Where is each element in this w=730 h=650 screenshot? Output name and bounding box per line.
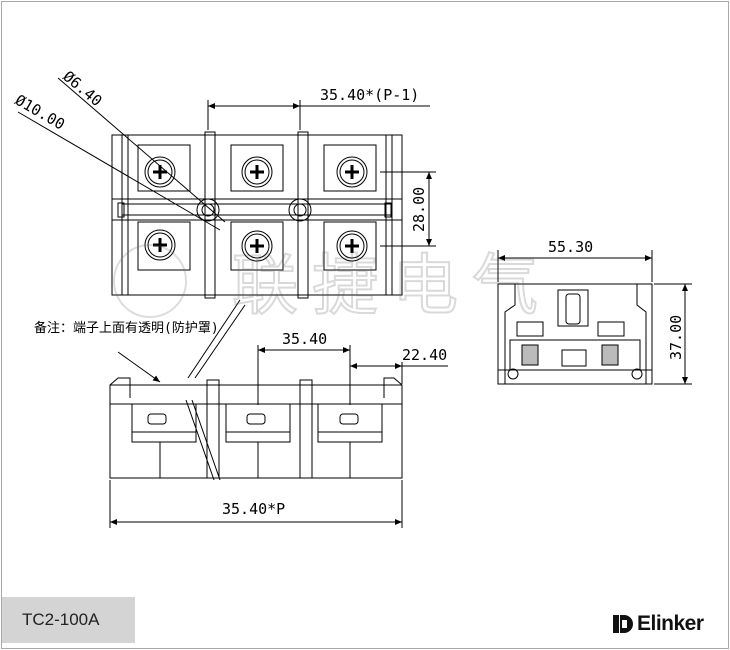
dim-pitch-mid-label: 35.40 [282, 330, 327, 348]
watermark-text: 联捷电气 [232, 247, 552, 324]
screws [144, 156, 368, 262]
dim-total-bottom [109, 480, 403, 528]
dim-side-width-label: 55.30 [548, 238, 593, 256]
top-view [111, 131, 403, 299]
screw-top-1 [144, 156, 176, 188]
dim-hole-small-label: Ø6.40 [59, 67, 105, 110]
dim-pitch-mid [257, 345, 351, 405]
dim-pitch-top [207, 100, 430, 130]
dim-hole-large-label: Ø10.00 [12, 91, 68, 134]
screw-bot-2 [241, 230, 273, 262]
side-view [497, 283, 653, 385]
model-label: TC2-100A [2, 597, 135, 643]
dim-side-height-label: 37.00 [667, 315, 685, 360]
dim-hole-leaders [17, 77, 226, 231]
model-name: TC2-100A [22, 610, 100, 629]
brand-name: Elinker [637, 612, 704, 635]
screw-bot-3 [336, 230, 368, 262]
screw-bot-1 [144, 229, 176, 261]
dim-offset-mid [350, 362, 448, 384]
elinker-logo-icon [613, 615, 633, 633]
front-view [109, 299, 403, 481]
screw-top-3 [336, 156, 368, 188]
dim-total-bottom-label: 35.40*P [222, 500, 285, 518]
screw-top-2 [241, 156, 273, 188]
dim-side-width [497, 250, 653, 282]
note-text: 备注：端子上面有透明(防护罩) [34, 320, 219, 336]
brand-logo: Elinker [612, 612, 704, 636]
dim-height-right [380, 171, 436, 247]
dim-height-right-label: 28.00 [410, 187, 428, 232]
watermark: 联捷电气 [113, 244, 552, 325]
dim-offset-mid-label: 22.40 [402, 346, 447, 364]
dim-side-height [654, 283, 692, 385]
dim-pitch-top-label: 35.40*(P-1) [320, 86, 419, 104]
